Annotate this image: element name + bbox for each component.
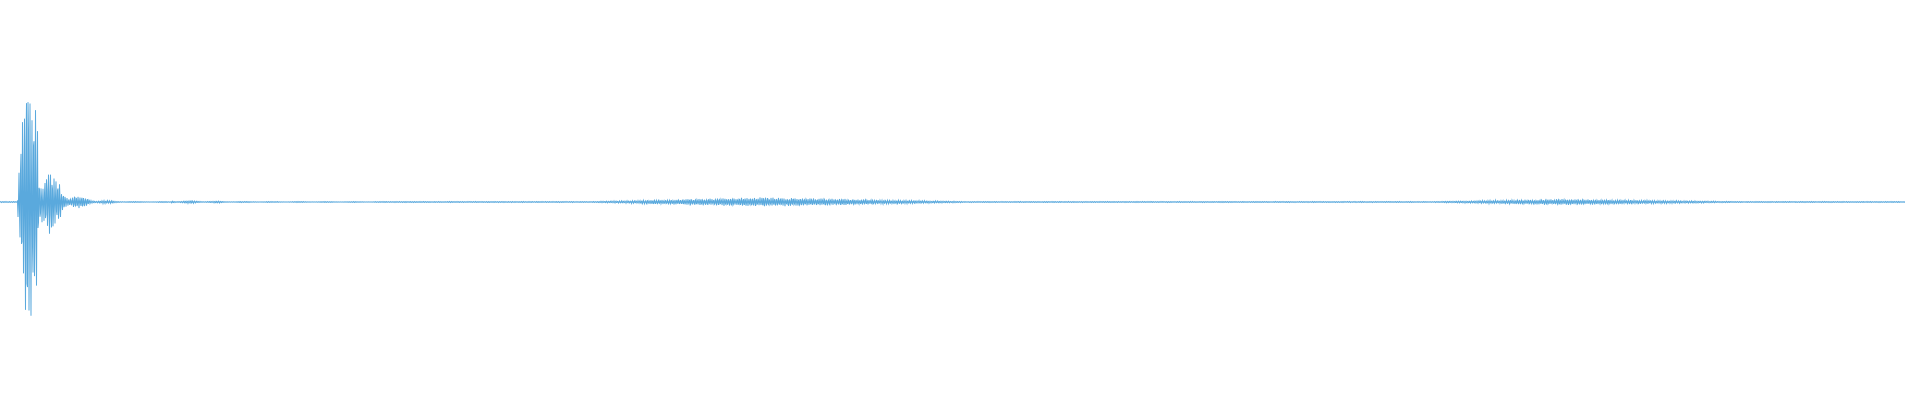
waveform-trace xyxy=(0,102,1906,316)
